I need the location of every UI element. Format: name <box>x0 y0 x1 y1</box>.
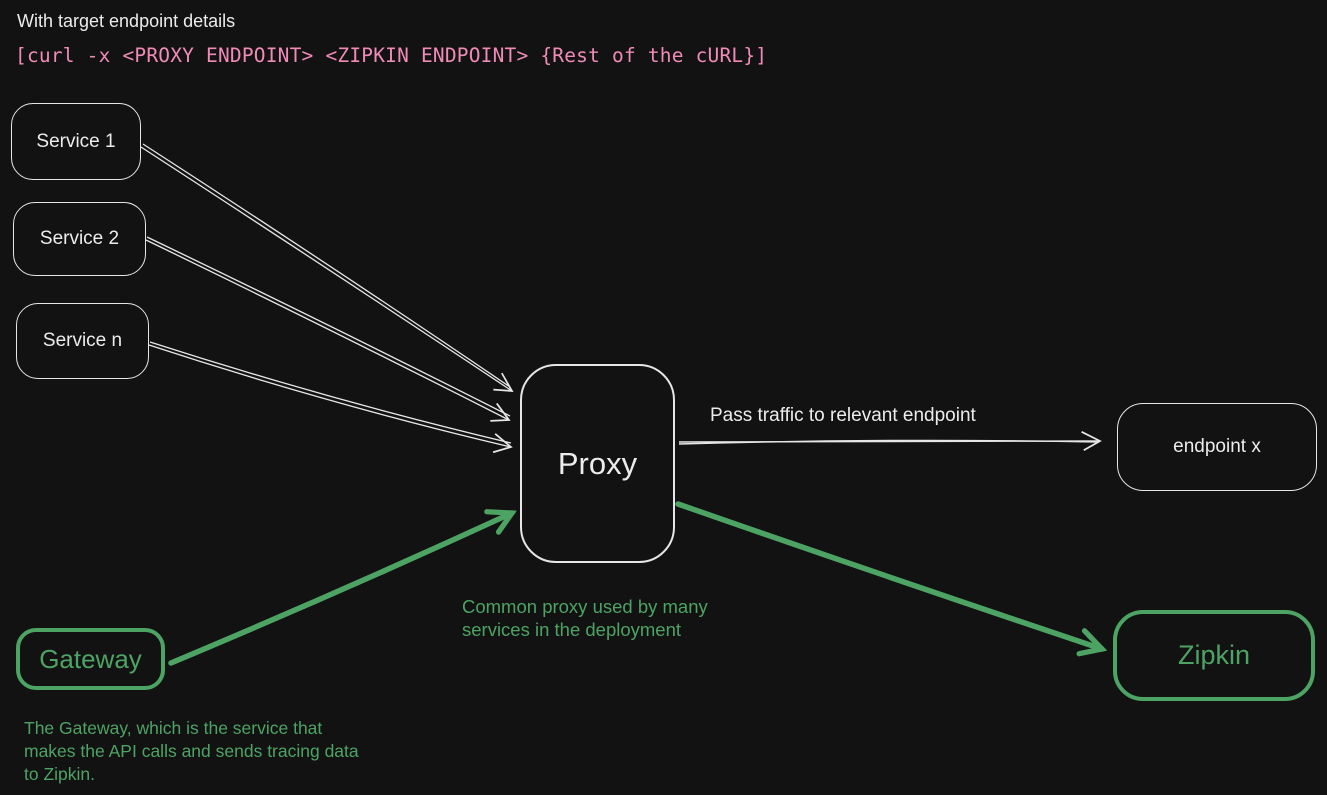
note-gateway: The Gateway, which is the service that m… <box>24 718 359 784</box>
arrow-servicen-to-proxy <box>148 341 513 454</box>
diagram-title: With target endpoint details <box>17 11 236 31</box>
node-proxy: Proxy <box>520 364 675 563</box>
node-service-1: Service 1 <box>11 103 141 180</box>
node-gateway-label: Gateway <box>39 643 142 674</box>
arrow-proxy-to-zipkin <box>675 501 1102 649</box>
node-proxy-label: Proxy <box>557 445 638 481</box>
node-service-n-label: Service n <box>42 330 123 351</box>
node-zipkin: Zipkin <box>1113 610 1315 701</box>
node-zipkin-label: Zipkin <box>1177 640 1251 670</box>
node-service-2: Service 2 <box>13 202 146 276</box>
node-endpoint-x-label: endpoint x <box>1173 436 1261 457</box>
arrow-service2-to-proxy <box>145 236 511 422</box>
arrow-proxy-to-endpoint <box>678 431 1102 451</box>
arrow-service1-to-proxy <box>140 143 514 392</box>
node-service-1-label: Service 1 <box>36 130 116 152</box>
node-service-n: Service n <box>16 303 149 379</box>
node-gateway: Gateway <box>16 628 165 690</box>
label-pass-traffic: Pass traffic to relevant endpoint <box>710 405 976 426</box>
node-service-2-label: Service 2 <box>39 228 120 249</box>
node-endpoint-x: endpoint x <box>1117 403 1317 491</box>
curl-command: [curl -x <PROXY ENDPOINT> <ZIPKIN ENDPOI… <box>15 44 768 67</box>
note-common-proxy: Common proxy used by many services in th… <box>462 596 708 640</box>
arrow-gateway-to-proxy <box>168 513 512 666</box>
